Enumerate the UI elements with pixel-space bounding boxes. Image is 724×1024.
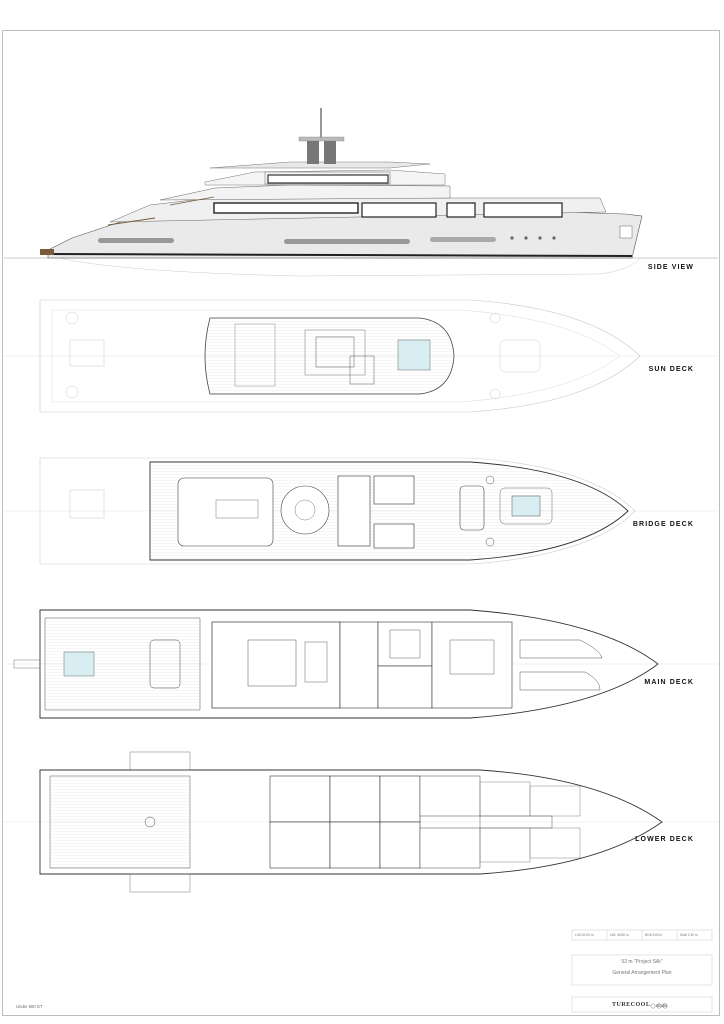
main-deck-plan (4, 609, 718, 719)
bridge-deck-label: BRIDGE DECK (632, 521, 694, 528)
studio-label: studio (656, 1003, 668, 1008)
project-name: 52 m "Project Silk" (621, 959, 663, 965)
side-view-profile (4, 108, 718, 277)
spec-loa: LOA 52.00 m (575, 933, 594, 937)
brand-logo: TURECOOL (612, 1002, 651, 1008)
sheet-frame (2, 30, 720, 1016)
spec-lwl: LWL 45.80 m (610, 933, 629, 937)
lower-deck-label: LOWER DECK (635, 836, 694, 843)
spec-boa: BOA 9.60 m (645, 933, 663, 937)
main-deck-label: MAIN DECK (644, 679, 694, 686)
bridge-deck-plan (4, 457, 718, 565)
tonnage-note: Under 500 GT (16, 1004, 43, 1009)
title-block (571, 929, 713, 1013)
sun-deck-label: SUN DECK (648, 366, 694, 373)
sun-deck-plan (4, 299, 718, 413)
drawing-title: General Arrangement Plan (612, 970, 672, 976)
side-view-label: SIDE VIEW (647, 264, 694, 271)
lower-deck-plan (4, 751, 718, 893)
spec-draft: Draft 2.30 m (680, 933, 698, 937)
